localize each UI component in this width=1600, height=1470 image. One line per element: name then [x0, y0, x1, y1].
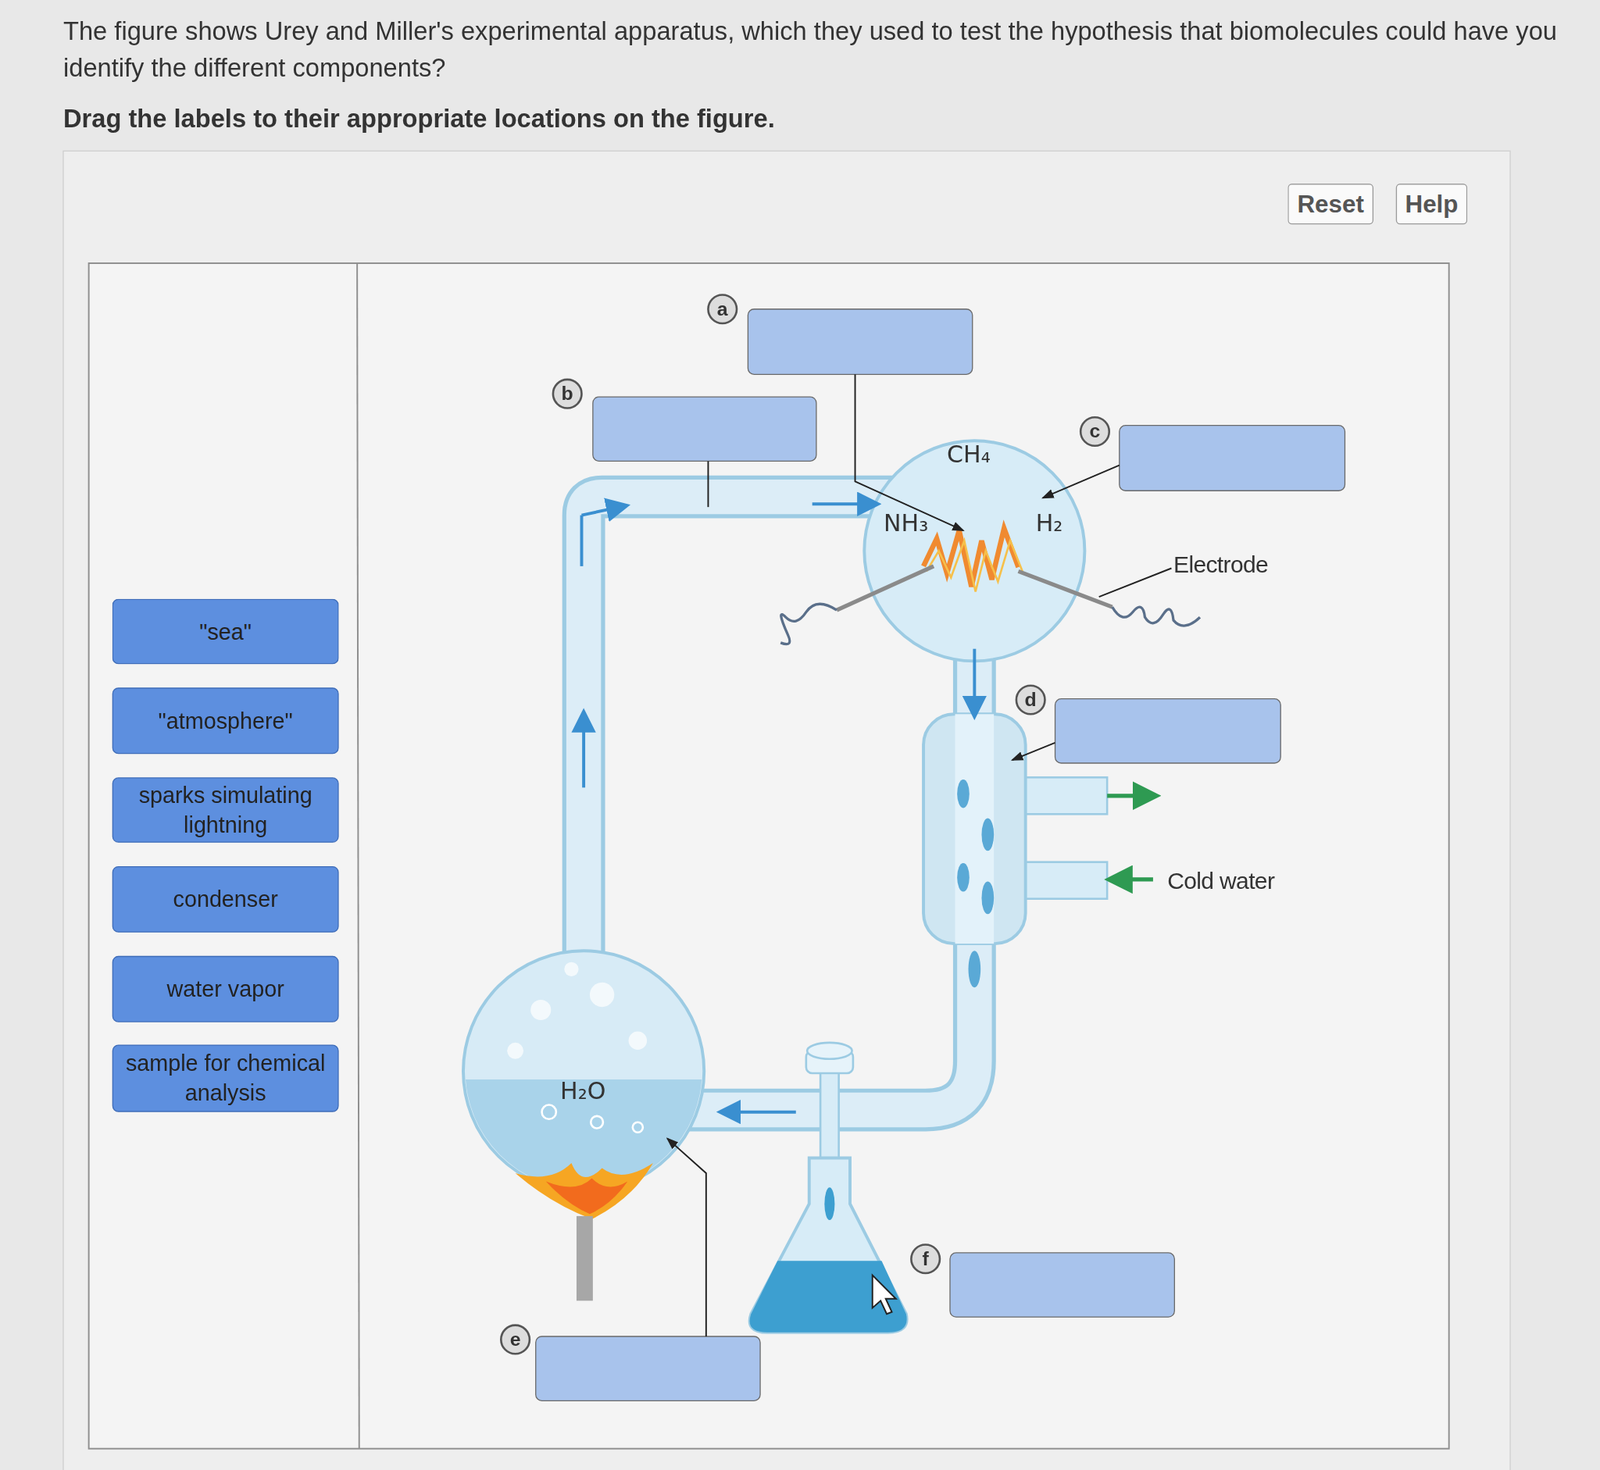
leader-line: [1012, 742, 1056, 761]
node-text: Reset: [1296, 189, 1364, 219]
water-drop: [957, 863, 970, 893]
node-text: Help: [1405, 189, 1459, 219]
sample-liquid: [750, 1260, 908, 1333]
leader-line: [707, 460, 709, 508]
drop-target: [535, 1336, 761, 1401]
electrode: [1018, 571, 1113, 608]
burner-flame: [546, 1178, 628, 1215]
drop-target: [747, 309, 972, 375]
chemical-label: H₂: [1035, 510, 1064, 537]
flow-arrow: [582, 714, 586, 788]
drop-target: [592, 396, 817, 461]
chemical-label: CH₄: [946, 440, 991, 468]
node-text: water vapor: [167, 974, 285, 1004]
flask-water: [465, 1079, 703, 1190]
drop-target: [1119, 425, 1346, 492]
bubble: [632, 1122, 643, 1133]
glass-tube: [583, 496, 893, 960]
stopcock-handle: [807, 1042, 852, 1060]
callout-letter: a: [707, 293, 738, 325]
bubble: [564, 962, 579, 977]
water-flow-arrow: [1107, 793, 1154, 798]
label-chip: "sea": [112, 599, 340, 665]
bubble: [507, 1042, 524, 1060]
bank-divider: [357, 263, 360, 1450]
water-drop: [981, 881, 994, 915]
node-text: condenser: [173, 884, 279, 915]
flow-arrow: [580, 515, 584, 567]
flow-arrow: [812, 502, 876, 506]
label-chip: sparks simulating lightning: [112, 777, 340, 843]
bubble: [542, 1105, 557, 1120]
callout-letter: c: [1079, 416, 1111, 447]
water-drop: [981, 818, 994, 852]
callout-letter: f: [910, 1243, 941, 1275]
water-drop: [968, 950, 982, 988]
node-text: sparks simulating lightning: [117, 780, 334, 840]
reset-button: Reset: [1287, 183, 1374, 225]
callout-letter: d: [1015, 684, 1047, 715]
condenser-inner-tube: [955, 714, 995, 944]
label-chip: sample for chemical analysis: [112, 1044, 340, 1112]
sample-flask: [750, 1157, 908, 1333]
chemical-label: H₂O: [560, 1077, 606, 1104]
condenser-port: [1020, 777, 1108, 815]
burner-flame: [515, 1163, 654, 1220]
condenser-port: [1020, 862, 1108, 900]
callout-letter: b: [552, 378, 583, 410]
stopcock-tube: [820, 1066, 840, 1159]
drop-target: [1055, 699, 1282, 764]
electrode-wire: [1112, 607, 1200, 626]
figure-frame: [89, 263, 1450, 1450]
callout-letter: e: [500, 1324, 531, 1355]
leader-line: [1042, 465, 1120, 499]
instruction-text: Drag the labels to their appropriate loc…: [63, 103, 775, 134]
flow-arrow: [722, 1110, 797, 1115]
bubble: [589, 982, 615, 1008]
label-chip: "atmosphere": [112, 687, 340, 754]
flow-arrow: [972, 649, 976, 715]
water-flow-arrow: [1112, 877, 1154, 882]
part-label: Electrode: [1173, 550, 1268, 579]
drop-target: [950, 1253, 1175, 1318]
bubble: [530, 1000, 551, 1021]
node-text: sample for chemical analysis: [117, 1049, 334, 1109]
mouse-cursor: [872, 1275, 897, 1315]
condenser-jacket: [923, 714, 1026, 944]
leader-line: [667, 1139, 707, 1337]
leader-line: [1099, 568, 1172, 598]
help-button: Help: [1396, 183, 1468, 225]
spark-chamber: [864, 440, 1085, 661]
question-panel: [63, 150, 1511, 1470]
burner-stand: [576, 1216, 593, 1301]
node-text: "sea": [199, 617, 252, 647]
part-label: Cold water: [1167, 867, 1275, 895]
bubble: [590, 1116, 604, 1129]
water-drop: [824, 1187, 835, 1221]
question-text: The figure shows Urey and Miller's exper…: [63, 12, 1594, 86]
label-chip: water vapor: [112, 956, 340, 1023]
spark: [926, 540, 1023, 592]
boiling-flask: [463, 950, 704, 1192]
label-chip: condenser: [112, 866, 340, 933]
node-text: "atmosphere": [158, 706, 293, 736]
electrode: [836, 566, 934, 611]
electrode-wire: [780, 603, 837, 644]
bubble: [628, 1031, 648, 1050]
glass-tube: [583, 496, 893, 960]
water-drop: [957, 779, 970, 809]
flow-arrow: [581, 506, 625, 516]
chemical-label: NH₃: [883, 510, 929, 537]
